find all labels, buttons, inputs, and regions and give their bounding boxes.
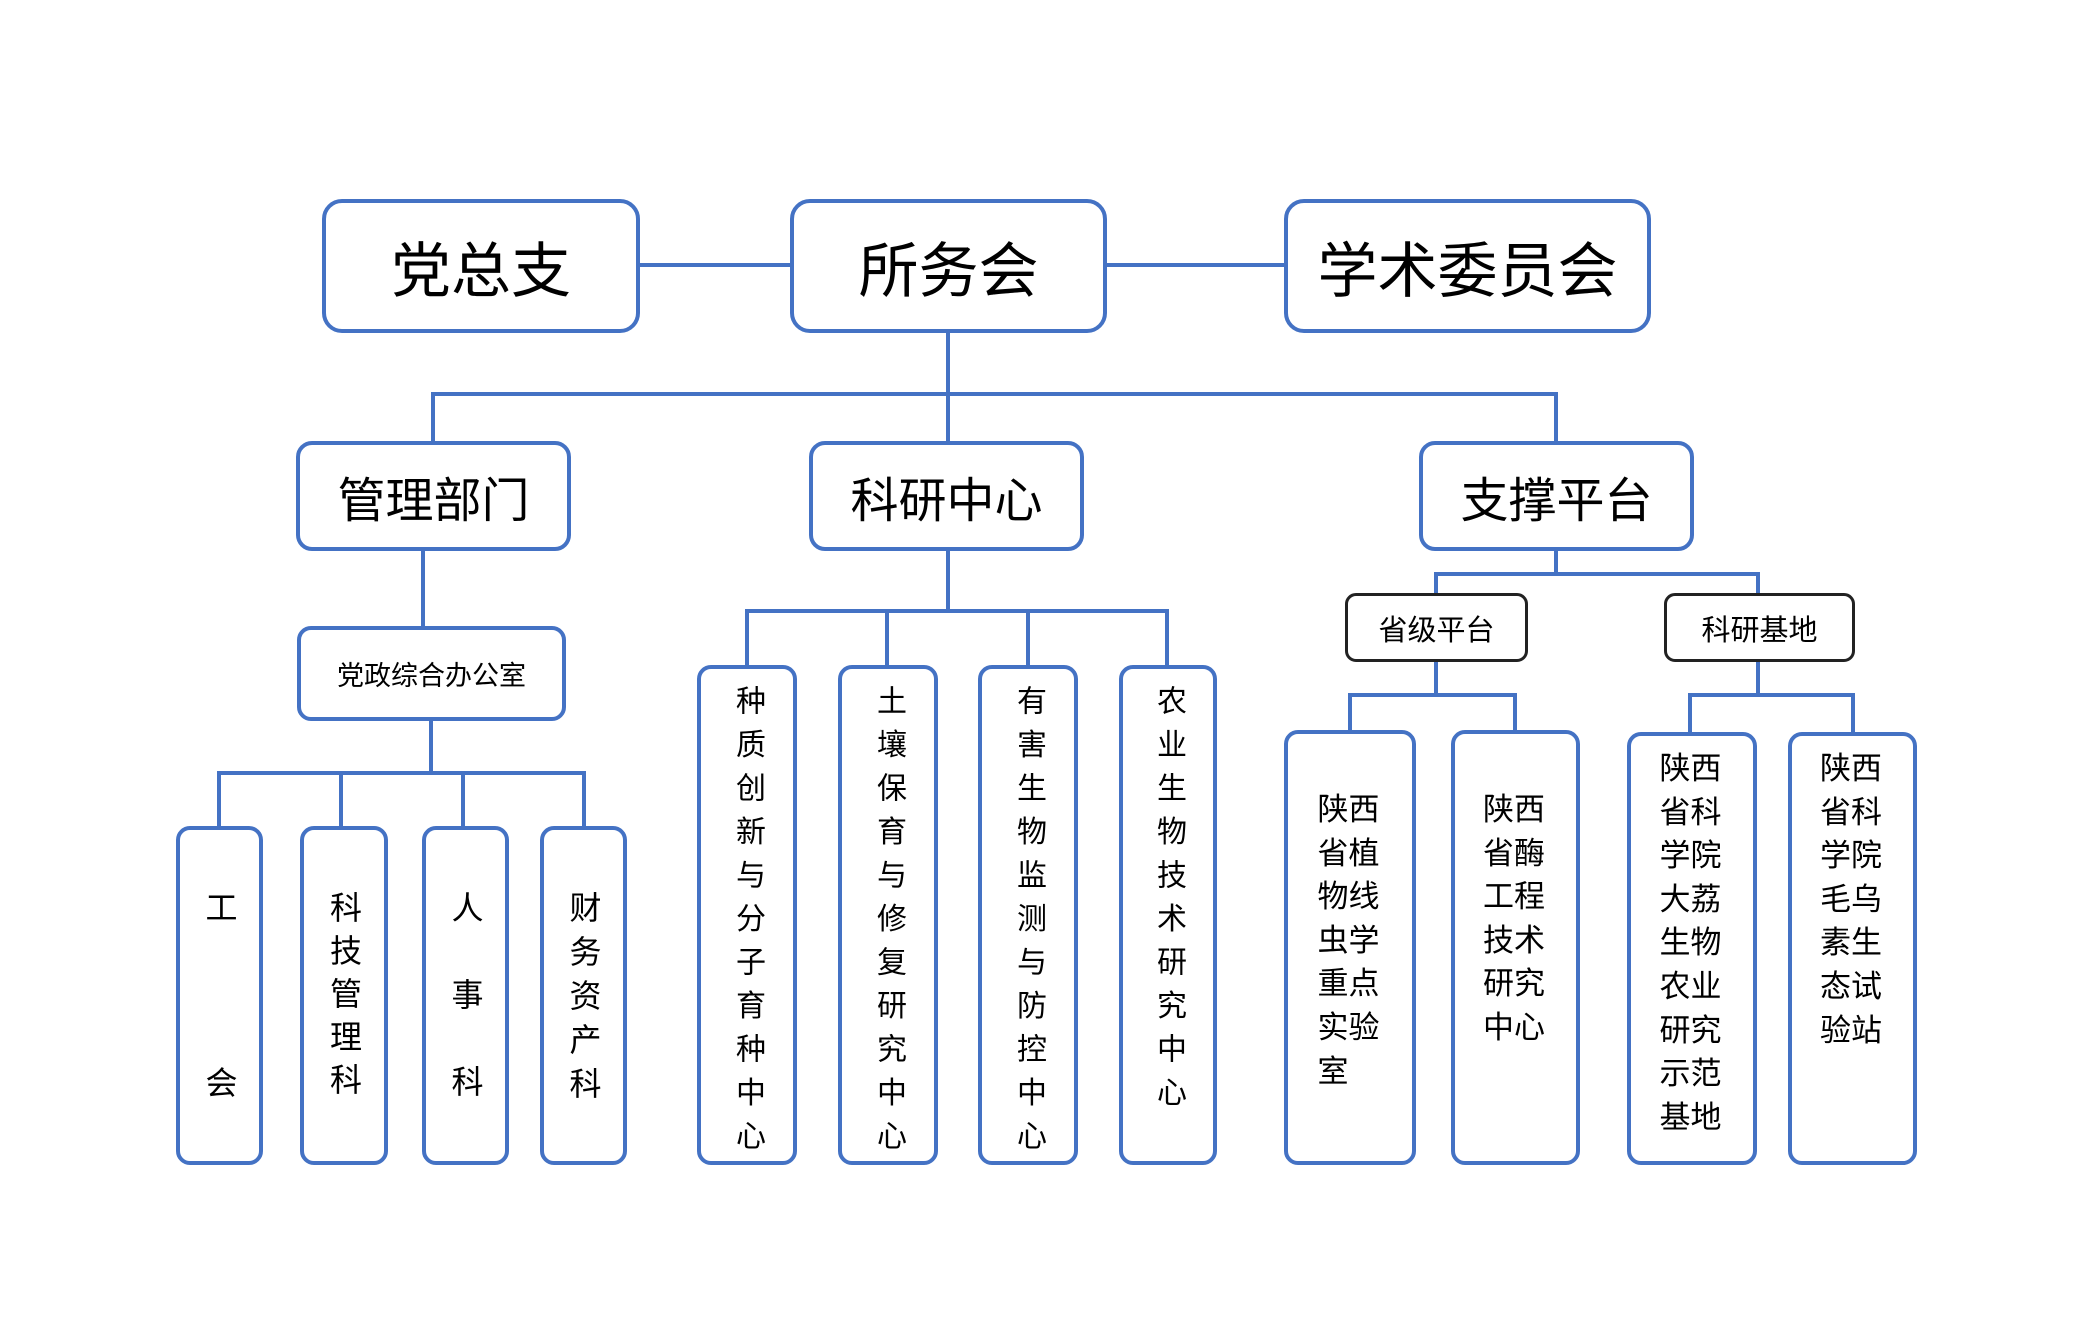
support-unit-label: 陕西省科学院大荔生物农业研究示范基地	[1659, 751, 1722, 1136]
research-unit-box: 种质创新与分子育种中心	[697, 665, 797, 1165]
institute-council-label: 所务会	[858, 236, 1039, 307]
support-unit-label: 陕西省植物线虫学重点实验室	[1317, 792, 1380, 1090]
provincial-platform-label: 省级平台	[1378, 612, 1495, 647]
research-center-box: 科研中心	[809, 441, 1084, 551]
support-unit-label: 陕西省科学院毛乌素生态试验站	[1819, 751, 1882, 1049]
academic-committee-box: 学术委员会	[1284, 199, 1651, 333]
management-unit-box: 财务资产科	[540, 826, 627, 1165]
general-office-box: 党政综合办公室	[297, 626, 566, 721]
management-unit-label: 科技管理科	[325, 891, 363, 1106]
support-unit-box: 陕西省酶工程技术研究中心	[1451, 730, 1580, 1165]
support-unit-box: 陕西省植物线虫学重点实验室	[1284, 730, 1416, 1165]
management-unit-box: 工会	[176, 826, 263, 1241]
support-platform-label: 支撑平台	[1460, 473, 1653, 529]
research-base-label: 科研基地	[1701, 612, 1818, 647]
support-platform-box: 支撑平台	[1419, 441, 1694, 551]
research-unit-box: 农业生物技术研究中心	[1119, 665, 1217, 1165]
research-unit-box: 有害生物监测与防控中心	[978, 665, 1078, 1165]
research-unit-label: 种质创新与分子育种中心	[730, 685, 765, 1164]
management-unit-label: 财务资产科	[564, 891, 603, 1111]
management-department-box: 管理部门	[296, 441, 571, 551]
management-department-label: 管理部门	[337, 473, 530, 529]
party-branch-label: 党总支	[391, 236, 571, 307]
management-unit-box: 人事科	[422, 826, 509, 1165]
research-unit-label: 农业生物技术研究中心	[1151, 685, 1186, 1120]
management-unit-label: 人事科	[446, 891, 485, 1152]
provincial-platform-box: 省级平台	[1345, 593, 1528, 662]
party-branch-box: 党总支	[322, 199, 640, 333]
support-unit-box: 陕西省科学院大荔生物农业研究示范基地	[1627, 732, 1757, 1165]
management-unit-label: 工会	[200, 891, 239, 1241]
research-unit-box: 土壤保育与修复研究中心	[838, 665, 938, 1165]
research-base-box: 科研基地	[1664, 593, 1855, 662]
support-unit-box: 陕西省科学院毛乌素生态试验站	[1788, 732, 1917, 1165]
management-unit-box: 科技管理科	[300, 826, 388, 1165]
institute-council-box: 所务会	[790, 199, 1107, 333]
support-unit-label: 陕西省酶工程技术研究中心	[1482, 792, 1545, 1046]
general-office-label: 党政综合办公室	[337, 661, 526, 692]
academic-committee-label: 学术委员会	[1317, 236, 1618, 307]
research-unit-label: 土壤保育与修复研究中心	[871, 685, 906, 1164]
research-unit-label: 有害生物监测与防控中心	[1011, 685, 1046, 1164]
research-center-label: 科研中心	[850, 473, 1043, 529]
